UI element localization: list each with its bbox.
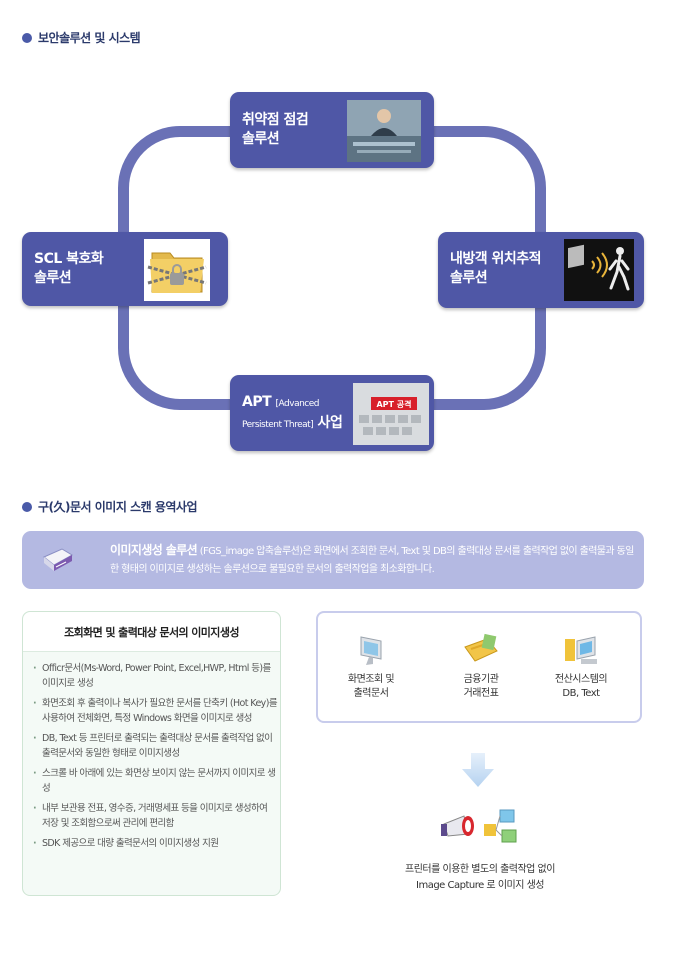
businessman-hologram-photo-icon xyxy=(347,100,421,162)
list-item: Officr문서(Ms-Word, Power Point, Excel,HWP… xyxy=(33,662,277,691)
apt-badge: APT 공격 xyxy=(376,400,412,409)
card-slip-icon xyxy=(461,633,501,669)
result-caption: 프린터를 이용한 별도의 출력작업 없이 Image Capture 로 이미지… xyxy=(405,864,555,891)
apt-attack-keyboard-photo-icon: APT 공격 xyxy=(353,383,429,445)
node-label-apt: APT [Advanced Persistent Threat] 사업 xyxy=(242,393,352,435)
network-pc-icon xyxy=(482,806,520,846)
bullet-dot-icon xyxy=(22,501,32,512)
banner-desc: (FGS_image 압축솔루션)은 화면에서 조회한 문서, Text 및 D… xyxy=(110,546,634,575)
banner-text: 이미지생성 솔루션 (FGS_image 압축솔루션)은 화면에서 조회한 문서… xyxy=(110,541,635,579)
section-title: 보안솔루션 및 시스템 xyxy=(38,31,141,45)
apt-label-small: [Advanced Persistent Threat] xyxy=(242,399,320,430)
source-caption: 전산시스템의 DB, Text xyxy=(554,674,608,699)
server-monitor-icon xyxy=(561,633,601,669)
source-item-slip: 금융기관 거래전표 xyxy=(436,633,526,701)
section-heading-scan: 구(久)문서 이미지 스캔 용역사업 xyxy=(22,498,197,515)
bullet-dot-icon xyxy=(22,32,32,43)
feature-list: Officr문서(Ms-Word, Power Point, Excel,HWP… xyxy=(33,662,278,858)
apt-label-end: 사업 xyxy=(313,415,343,431)
section-title: 구(久)문서 이미지 스캔 용역사업 xyxy=(38,500,197,514)
node-label: 취약점 점검 솔루션 xyxy=(242,112,309,147)
source-caption: 화면조회 및 출력문서 xyxy=(347,674,395,699)
list-item: SDK 제공으로 대량 출력문서의 이미지생성 지원 xyxy=(33,837,277,852)
list-item: DB, Text 등 프린터로 출력되는 출력대상 문서를 출력작업 없이 출력… xyxy=(33,732,277,761)
walking-person-sensor-icon xyxy=(564,239,634,301)
source-item-screen: 화면조회 및 출력문서 xyxy=(326,633,416,701)
section-heading-security: 보안솔루션 및 시스템 xyxy=(22,29,141,46)
feature-title: 조회화면 및 출력대상 문서의 이미지생성 xyxy=(64,626,239,639)
arrow-down-icon xyxy=(462,753,494,787)
banner-title: 이미지생성 솔루션 xyxy=(110,543,198,557)
source-item-db: 전산시스템의 DB, Text xyxy=(536,633,626,701)
list-item: 내부 보관용 전표, 영수증, 거래명세표 등을 이미지로 생성하여 저장 및 … xyxy=(33,802,277,831)
list-item: 화면조회 후 출력이나 복사가 필요한 문서를 단축키 (Hot Key)를 사… xyxy=(33,697,278,726)
list-item: 스크롤 바 아래에 있는 화면상 보이지 않는 문서까지 이미지로 생성 xyxy=(33,767,277,796)
node-vulnerability: 취약점 점검 솔루션 xyxy=(230,92,434,168)
node-scl-decrypt: SCL 복호화 솔루션 xyxy=(22,232,228,306)
feature-title-bar: 조회화면 및 출력대상 문서의 이미지생성 xyxy=(23,612,280,652)
feature-list-box: 조회화면 및 출력대상 문서의 이미지생성 Officr문서(Ms-Word, … xyxy=(22,611,281,896)
monitor-icon xyxy=(351,633,391,669)
printer-icon xyxy=(40,545,76,575)
node-apt: APT [Advanced Persistent Threat] 사업 APT … xyxy=(230,375,434,451)
solution-banner: 이미지생성 솔루션 (FGS_image 압축솔루션)은 화면에서 조회한 문서… xyxy=(22,531,644,589)
node-label: SCL 복호화 솔루션 xyxy=(34,251,104,286)
node-visitor-tracking: 내방객 위치추적 솔루션 xyxy=(438,232,644,308)
chained-folder-lock-icon xyxy=(144,239,210,301)
source-box: 화면조회 및 출력문서 금융기관 거래전표 전산시스템의 DB, Text xyxy=(316,611,642,723)
apt-label-main: APT xyxy=(242,394,276,410)
source-caption: 금융기관 거래전표 xyxy=(463,674,499,699)
node-label: 내방객 위치추적 솔루션 xyxy=(450,251,542,286)
megaphone-icon xyxy=(438,812,478,844)
